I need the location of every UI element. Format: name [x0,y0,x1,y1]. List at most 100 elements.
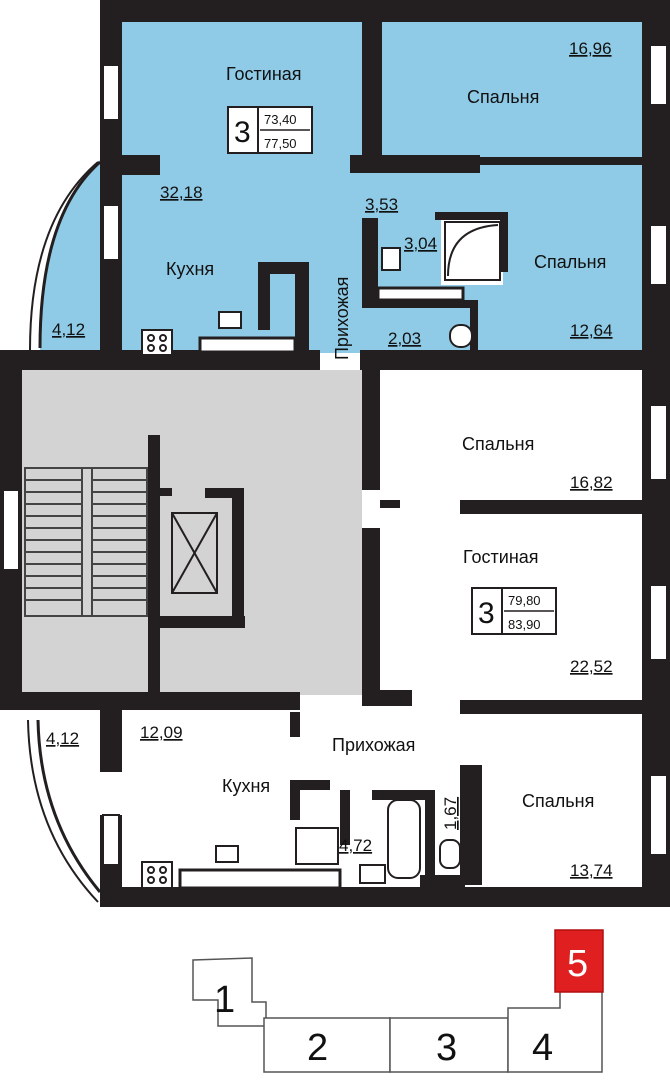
wall-balcony-top [100,290,122,350]
elevator-shaft [171,512,218,594]
key-label-2: 2 [307,1027,328,1069]
wall-stair-bottom [0,692,300,710]
room-label-living-bottom: Гостиная [463,547,539,567]
fixtures [178,286,465,890]
room-count-badge-bottom: 3 79,80 83,90 [471,587,557,635]
wall-wc2-right [460,765,482,885]
room-count-badge-top: 3 73,40 77,50 [227,106,313,154]
wall-stair-right-a [362,370,380,490]
area-bath-bottom: 4,72 [339,836,372,855]
sanitary-top [141,221,501,356]
wall-bedroom-living-a [380,500,400,508]
key-label-4: 4 [532,1027,553,1069]
window-living2 [649,584,668,661]
wall-living-bedroom [362,22,382,157]
bottom-kitchen-counter [178,868,342,890]
key-section-4 [507,989,603,1073]
wall-bedroom-split [432,157,642,165]
wall-bath-bottom [362,300,472,308]
window-kitchen2 [102,814,120,866]
balcony-bottom-rail [36,719,102,893]
area-wc-top: 2,03 [388,329,421,348]
wall-bath-top [435,212,505,220]
wall-shaft-bottom [160,616,245,628]
wall-bedroom-living-b [460,500,642,514]
key-label-5: 5 [567,943,588,985]
wall-shaft-left [148,435,160,700]
balcony-bottom-rail-outer [27,719,99,903]
key-plan [192,929,604,1073]
wall-bath2-left [290,780,300,820]
window-bedroom2 [649,224,668,286]
window-kitchen [102,204,120,261]
key-label-1: 1 [214,979,235,1021]
window-bedroom4 [649,774,668,856]
room-label-kitchen-bottom: Кухня [222,776,270,796]
wall-bath2-mid [340,790,350,845]
wall-wc2-left [425,790,435,885]
area-bedroom2-top: 12,64 [570,321,613,340]
wall-kitchen-duct-right [295,262,309,350]
key-section-5 [554,929,604,993]
top-kitchen-counter [198,336,297,354]
room-label-bedroom2-top: Спальня [534,252,606,272]
area-bedroom2-bottom: 13,74 [570,861,613,880]
sanitary-bottom [141,799,461,889]
area-bath-top: 3,04 [404,234,437,253]
wall-hall-r [460,700,642,714]
wall-stair-right-b [362,528,380,700]
area-balcony-bottom: 4,12 [46,729,79,748]
area-living-bottom: 22,52 [570,657,613,676]
badge-living-area-top: 73,40 [264,112,297,127]
wall-kitchen-duct-left [258,262,270,330]
room-label-living-top: Гостиная [226,64,302,84]
key-label-3: 3 [436,1027,457,1069]
wall-kitchen-living-l [120,155,160,175]
wall-wc-right [470,300,478,352]
wall-mid-left [0,350,320,370]
area-bedroom1-bottom: 16,82 [570,473,613,492]
area-bedroom1-top: 16,96 [569,39,612,58]
room-label-bedroom1-bottom: Спальня [462,434,534,454]
room-label-hall-bottom: Прихожая [332,735,415,755]
room-label-bedroom2-bottom: Спальня [522,791,594,811]
wall-bath3-top [372,790,432,800]
balcony-top-rail [38,160,101,349]
wall-bath-right [500,212,508,272]
wall-top [100,0,670,22]
window-stair [2,489,20,571]
area-kitchen-living-top: 32,18 [160,183,203,202]
room-label-bedroom1-top: Спальня [467,87,539,107]
wall-bottom [100,887,670,907]
area-balcony-top: 4,12 [52,320,85,339]
badge-rooms-bottom: 3 [478,597,495,630]
room-label-kitchen-top: Кухня [166,259,214,279]
wall-hall-stub [290,712,300,737]
windows [2,44,668,866]
wall-bath2-top [290,780,330,790]
wall-bath-left [362,218,378,303]
balcony-top-fill [40,160,100,350]
wall-hall-l [362,690,412,706]
badge-total-area-top: 77,50 [264,136,297,151]
room-label-hall-top: Прихожая [332,277,352,360]
window-bedroom3 [649,404,668,481]
window-living [102,64,120,121]
wall-shaft-right [232,488,244,628]
area-wc-bottom: 1,67 [441,797,460,830]
area-hall-top: 3,53 [365,195,398,214]
window-bedroom1 [649,44,668,106]
badge-rooms-top: 3 [234,116,251,149]
wall-wc2-bottom [420,875,465,887]
wall-shaft-stub [160,488,172,496]
badge-living-area-bottom: 79,80 [508,593,541,608]
badge-total-area-bottom: 83,90 [508,617,541,632]
area-kitchen-bottom: 12,09 [140,723,183,742]
balcony-top-rail-outer [29,161,99,351]
stair-flight [24,467,148,617]
wall-shaft-top [205,488,243,498]
wall-left-bottom-a [100,710,122,772]
top-bath-counter [376,286,465,302]
wall-mid-right [360,350,670,370]
